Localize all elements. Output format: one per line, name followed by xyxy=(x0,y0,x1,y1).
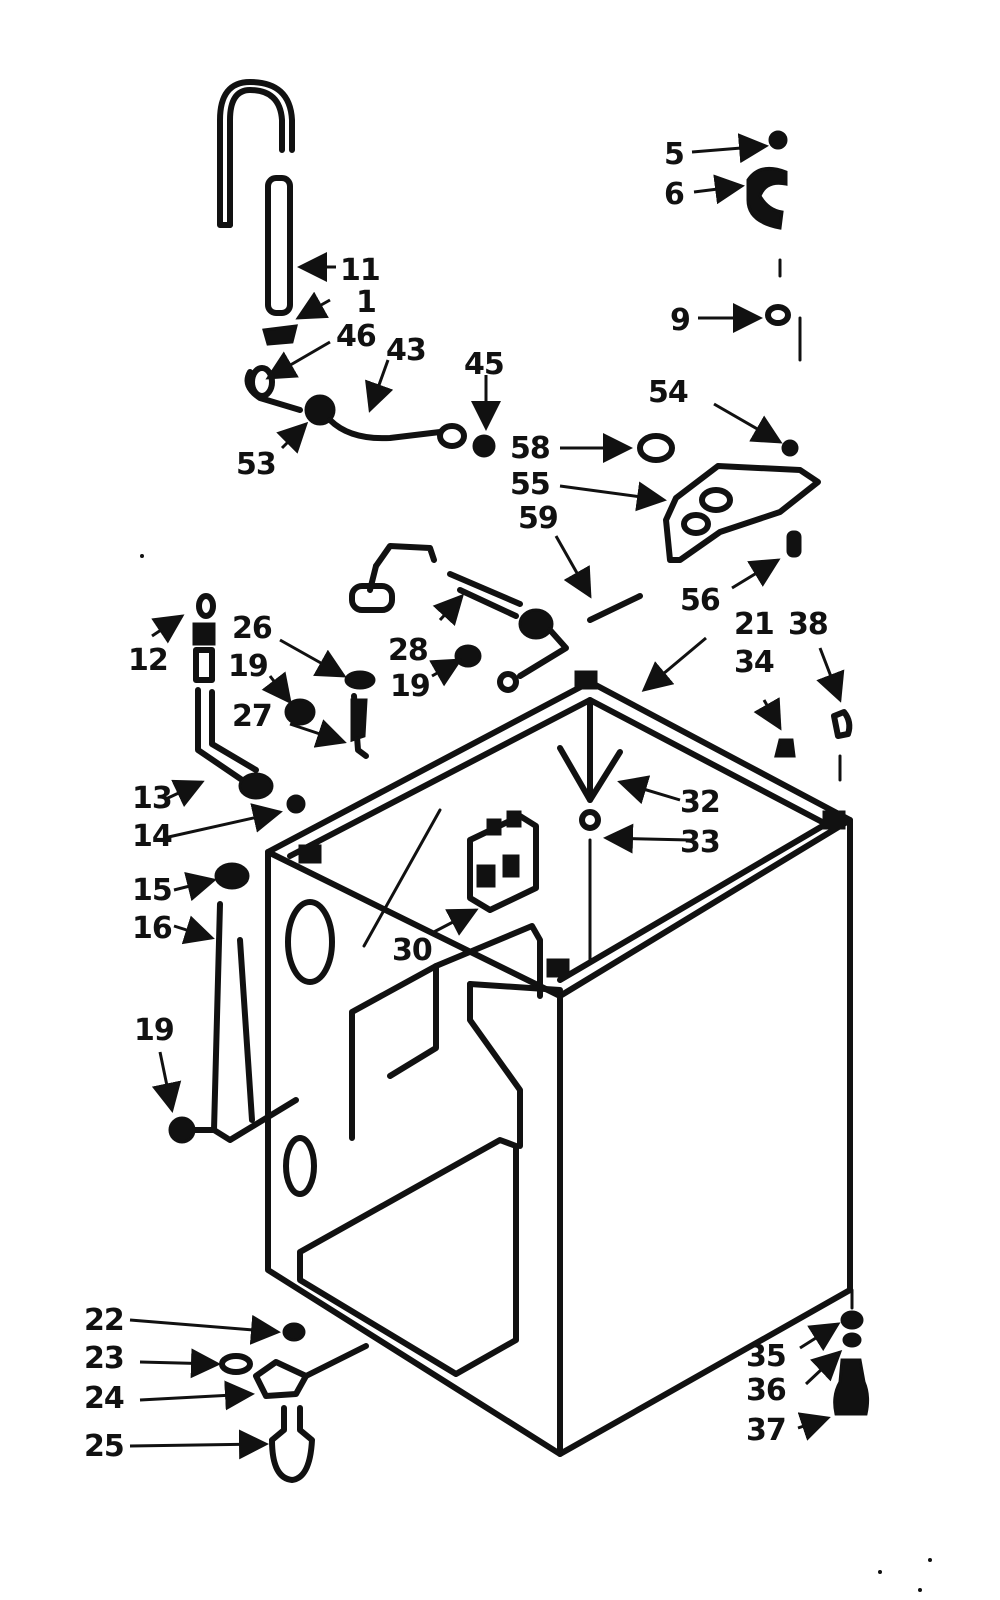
label-16: 16 xyxy=(132,911,172,946)
label-56: 56 xyxy=(680,583,720,618)
grommet xyxy=(344,670,376,690)
label-6: 6 xyxy=(664,177,684,212)
label-22: 22 xyxy=(84,1303,124,1338)
label-45: 45 xyxy=(464,347,504,382)
water-valve-assembly xyxy=(349,543,569,693)
label-11: 11 xyxy=(340,253,380,288)
label-46: 46 xyxy=(336,319,376,354)
label-19-b: 19 xyxy=(390,669,430,704)
top-screw-and-clamp xyxy=(746,130,802,362)
label-55: 55 xyxy=(510,467,550,502)
label-26: 26 xyxy=(232,611,272,646)
plug xyxy=(637,433,675,463)
label-9: 9 xyxy=(670,303,690,338)
label-13: 13 xyxy=(132,781,172,816)
label-28: 28 xyxy=(388,633,428,668)
label-37: 37 xyxy=(746,1413,786,1448)
label-25: 25 xyxy=(84,1429,124,1464)
fill-hose xyxy=(244,365,496,458)
nut xyxy=(781,439,799,457)
label-34: 34 xyxy=(734,645,774,680)
label-19-c: 19 xyxy=(134,1013,174,1048)
screw xyxy=(786,530,802,558)
label-30: 30 xyxy=(392,933,432,968)
label-36: 36 xyxy=(746,1373,786,1408)
screw xyxy=(284,698,316,726)
label-14: 14 xyxy=(132,819,172,854)
label-33: 33 xyxy=(680,825,720,860)
leveling-stud xyxy=(774,738,796,758)
label-54: 54 xyxy=(648,375,688,410)
label-43: 43 xyxy=(386,333,426,368)
label-15: 15 xyxy=(132,873,172,908)
rebound-spring-cap xyxy=(831,709,853,739)
label-53: 53 xyxy=(236,447,276,482)
reference-labels: 5 6 9 11 1 46 43 45 53 54 58 55 59 56 21… xyxy=(84,137,829,1464)
inlet-hose xyxy=(192,593,306,814)
label-5: 5 xyxy=(664,137,684,172)
front-leveling-leg xyxy=(219,1322,369,1483)
label-21: 21 xyxy=(734,607,774,642)
label-32: 32 xyxy=(680,785,720,820)
label-1: 1 xyxy=(356,285,376,320)
wire-harness xyxy=(168,901,543,1144)
label-35: 35 xyxy=(746,1339,786,1374)
label-38: 38 xyxy=(788,607,828,642)
scan-specks xyxy=(140,554,932,1592)
drain-hose xyxy=(217,79,295,316)
label-27: 27 xyxy=(232,699,272,734)
control-bracket xyxy=(663,463,821,563)
label-19-a: 19 xyxy=(228,649,268,684)
label-58: 58 xyxy=(510,431,550,466)
pin xyxy=(587,593,643,623)
rear-leveling-leg xyxy=(833,1288,870,1416)
hose-clamp xyxy=(262,324,298,346)
screw xyxy=(214,862,250,890)
label-59: 59 xyxy=(518,501,558,536)
cabinet xyxy=(265,670,853,1457)
timer-switch xyxy=(467,810,539,913)
label-24: 24 xyxy=(84,1381,124,1416)
label-12: 12 xyxy=(128,643,168,678)
label-23: 23 xyxy=(84,1341,124,1376)
